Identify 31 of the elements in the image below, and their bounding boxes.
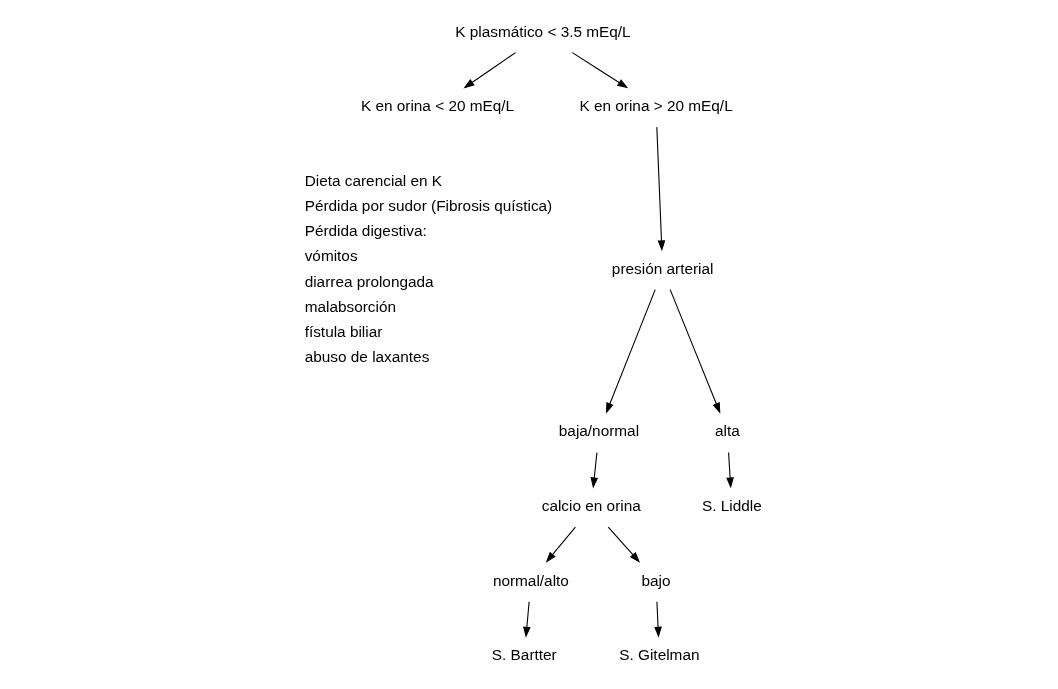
label: malabsorción: [304, 297, 396, 315]
label: Pérdida digestiva:: [304, 222, 427, 240]
arrow: [571, 52, 628, 89]
arrow: [725, 451, 734, 489]
node-text: S. Liddle: [701, 497, 762, 515]
arrow: [605, 289, 656, 414]
label: diarrea prolongada: [304, 272, 434, 290]
node-text: K en orina < 20 mEq/L: [360, 97, 514, 115]
node-text: baja/normal: [558, 422, 639, 440]
node-text: calcio en orina: [541, 497, 641, 515]
arrow: [589, 451, 598, 489]
arrow: [655, 126, 665, 252]
node-text: normal/alto: [492, 571, 569, 589]
node-text: alta: [714, 422, 740, 440]
node-text: bajo: [641, 571, 671, 589]
label: fístula biliar: [304, 323, 382, 341]
arrow: [522, 601, 531, 638]
label: abuso de laxantes: [304, 348, 429, 366]
arrow: [607, 526, 640, 563]
node-text: S. Bartter: [491, 646, 557, 664]
node-text: K plasmático < 3.5 mEq/L: [454, 22, 631, 40]
label: Pérdida por sudor (Fibrosis quística): [304, 196, 552, 214]
node-text: presión arterial: [611, 259, 713, 277]
node-text: K en orina > 20 mEq/L: [578, 97, 733, 115]
arrow: [653, 601, 662, 638]
arrow: [669, 289, 720, 414]
label: vómitos: [304, 247, 358, 265]
label: Dieta carencial en K: [304, 171, 442, 189]
node-text: S. Gitelman: [618, 646, 699, 664]
arrow: [545, 526, 576, 563]
arrow: [462, 52, 516, 89]
